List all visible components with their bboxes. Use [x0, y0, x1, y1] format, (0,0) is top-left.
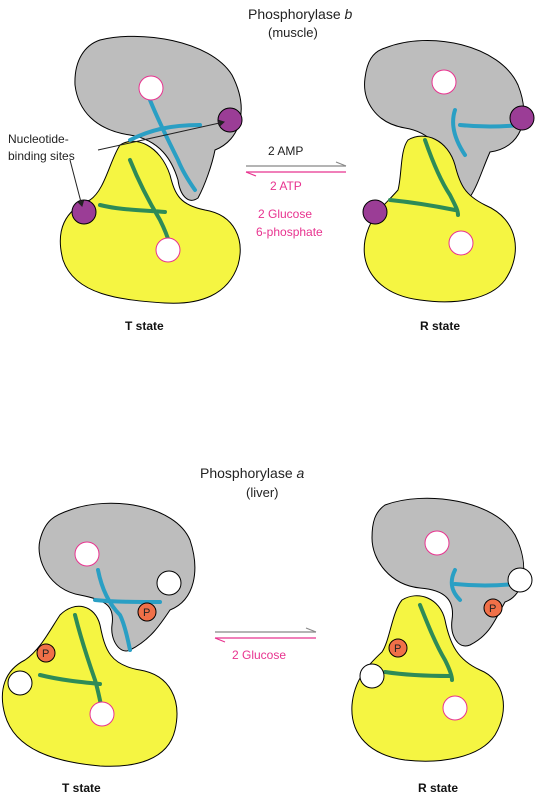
- phosphate-label: P: [143, 607, 150, 619]
- nucleotide-site-empty: [508, 568, 532, 592]
- top-subtitle: (muscle): [268, 25, 318, 40]
- annotation-label-line1: Nucleotide-: [8, 132, 69, 146]
- top-equilibrium-arrows: 2 AMP 2 ATP 2 Glucose 6-phosphate: [246, 144, 346, 239]
- bottom-left-state-label: T state: [62, 781, 101, 795]
- nucleotide-site-empty: [157, 571, 181, 595]
- nucleotide-site: [510, 106, 534, 130]
- phosphate-label: P: [394, 643, 401, 655]
- bottom-right-state-label: R state: [418, 781, 458, 795]
- yellow-active-site: [90, 702, 114, 726]
- nucleotide-site: [363, 200, 387, 224]
- top-right-state-label: R state: [420, 319, 460, 333]
- bottom-title: Phosphorylase a: [200, 465, 305, 481]
- phosphate-label: P: [42, 648, 49, 660]
- nucleotide-site-empty: [8, 671, 32, 695]
- gray-active-site: [425, 531, 449, 555]
- annotation-pointer: [70, 160, 82, 206]
- top-t-state-complex: [60, 36, 242, 303]
- gray-active-site: [139, 76, 163, 100]
- annotation-label-line2: binding sites: [8, 149, 75, 163]
- phosphate-label: P: [489, 603, 496, 615]
- reverse-label: 2 ATP: [270, 179, 302, 193]
- yellow-active-site: [156, 238, 180, 262]
- yellow-active-site: [449, 231, 473, 255]
- top-title: Phosphorylase b: [248, 6, 353, 22]
- bottom-r-state-complex: P P: [352, 498, 532, 761]
- bottom-subtitle: (liver): [246, 485, 279, 500]
- nucleotide-site: [218, 108, 242, 132]
- bottom-equilibrium-arrows: 2 Glucose: [215, 628, 316, 662]
- nucleotide-site: [72, 200, 96, 224]
- nucleotide-site-empty: [360, 664, 384, 688]
- reverse-label: 2 Glucose: [232, 648, 286, 662]
- top-left-state-label: T state: [125, 319, 164, 333]
- bottom-t-state-complex: P P: [2, 503, 194, 766]
- top-r-state-complex: [363, 40, 534, 301]
- reverse-label: 2 Glucose: [258, 207, 312, 221]
- forward-label: 2 AMP: [268, 144, 303, 158]
- yellow-active-site: [443, 696, 467, 720]
- yellow-subunit: [364, 136, 515, 302]
- gray-active-site: [75, 542, 99, 566]
- reverse-label: 6-phosphate: [256, 225, 323, 239]
- gray-active-site: [432, 70, 456, 94]
